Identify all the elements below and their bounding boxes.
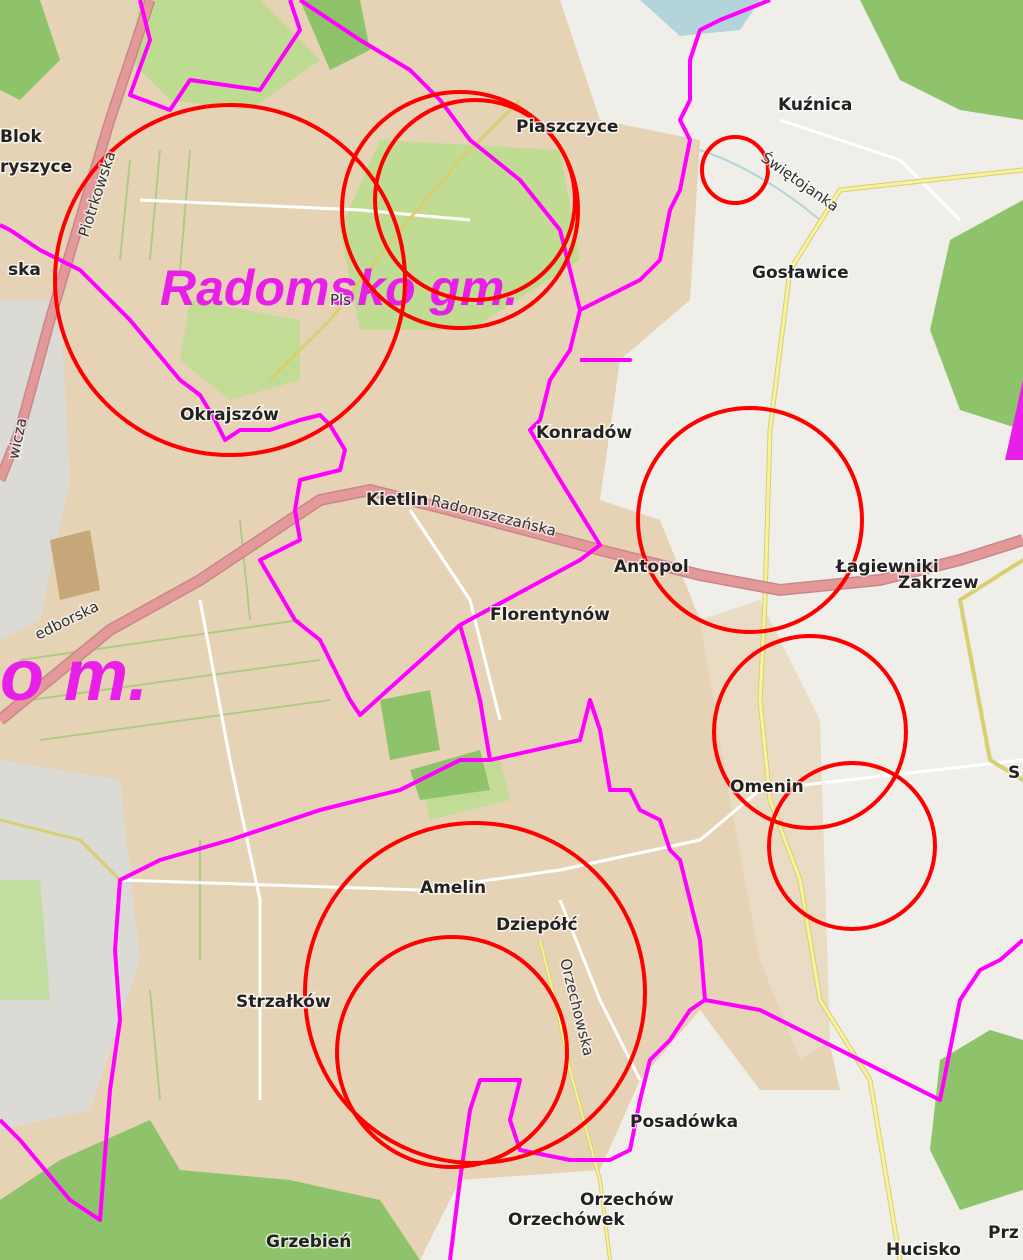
admin-label-radomsko-m: o m. <box>0 636 148 716</box>
admin-labels: Radomsko gm. o m. <box>0 260 1023 716</box>
place-label-hucisko: Hucisko <box>886 1240 961 1260</box>
minor-road <box>119 758 1023 892</box>
meadow-patch <box>130 0 320 110</box>
place-label-ska: ska <box>8 260 41 280</box>
admin-label-fragment-east <box>1005 380 1023 460</box>
municipal-boundary <box>0 624 492 1222</box>
forest-north <box>300 0 370 70</box>
minor-road <box>408 509 502 721</box>
secondary-road <box>539 939 611 1260</box>
meadow-patch <box>0 880 50 1000</box>
field-strips <box>19 149 331 1101</box>
place-labels: Kuźnica Piaszczyce Gosławice Blok ryszyc… <box>0 94 1022 1260</box>
industrial-area <box>50 530 100 600</box>
municipal-boundary <box>448 698 707 1260</box>
place-label-piaszczyce: Piaszczyce <box>516 117 618 137</box>
place-label-konradow: Konradów <box>536 423 632 443</box>
municipal-boundary <box>704 938 1023 1102</box>
municipal-boundary <box>128 0 302 112</box>
forest-central <box>380 690 440 760</box>
place-label-dziepolc: Dziepółć <box>496 915 578 935</box>
secondary-road <box>268 98 522 382</box>
secondary-road <box>0 818 122 882</box>
place-label-kuznica: Kuźnica <box>778 95 852 115</box>
major-road-piotrkowska <box>0 0 154 482</box>
place-label-goslawice: Gosławice <box>752 263 849 283</box>
minor-road <box>779 118 962 222</box>
forest-strip <box>410 750 490 800</box>
admin-label-radomsko-gm: Radomsko gm. <box>160 260 518 316</box>
marked-circle <box>700 135 770 205</box>
minor-road <box>198 599 262 1100</box>
place-label-strzalkow: Strzałków <box>236 992 331 1012</box>
place-label-omenin: Omenin <box>730 777 804 797</box>
place-label-prz: Prz <box>988 1223 1019 1243</box>
marked-circle <box>712 634 908 830</box>
minor-road <box>139 198 471 222</box>
place-label-zakrzew: Zakrzew <box>898 573 979 593</box>
residential-area-sw <box>0 760 140 1130</box>
meadow-patch <box>340 140 580 330</box>
forest-east <box>930 200 1023 430</box>
forest-se <box>930 1030 1023 1210</box>
minor-road <box>558 899 642 1081</box>
place-label-orzechow: Orzechów <box>580 1190 674 1210</box>
place-label-ryszyce: ryszyce <box>0 157 72 177</box>
marked-circle <box>53 103 407 457</box>
place-label-kietlin: Kietlin <box>366 490 428 510</box>
place-label-lagiewniki: Łagiewniki <box>835 557 939 577</box>
secondary-road <box>758 168 1023 1260</box>
marked-circle <box>767 761 937 931</box>
place-label-florentynow: Florentynów <box>490 605 610 625</box>
street-label-pls: Pls <box>330 291 351 309</box>
forest-ne <box>860 0 1023 120</box>
place-label-s: S <box>1008 763 1020 783</box>
place-label-amelin: Amelin <box>420 878 486 898</box>
place-label-okrajszow: Okrajszów <box>180 405 279 425</box>
circle-layer <box>53 90 937 1169</box>
marked-circle <box>636 406 864 634</box>
municipal-boundary <box>0 0 602 717</box>
farmland-east <box>700 600 830 1060</box>
marked-circle <box>340 90 580 330</box>
meadow-patch <box>180 300 300 400</box>
major-road-radomszczanska <box>0 485 1023 724</box>
place-label-grzebien: Grzebień <box>266 1232 351 1252</box>
forest-nw <box>0 0 60 100</box>
marked-circle <box>373 98 577 302</box>
municipal-boundary <box>579 0 771 312</box>
marked-circle <box>335 935 569 1169</box>
place-label-posadowka: Posadówka <box>630 1112 738 1132</box>
place-label-orzechowek: Orzechówek <box>508 1210 625 1230</box>
place-label-antopol: Antopol <box>614 557 689 577</box>
place-label-blok: Blok <box>0 127 42 147</box>
stream <box>699 149 821 221</box>
secondary-road <box>957 558 1023 782</box>
water-body <box>640 0 760 36</box>
